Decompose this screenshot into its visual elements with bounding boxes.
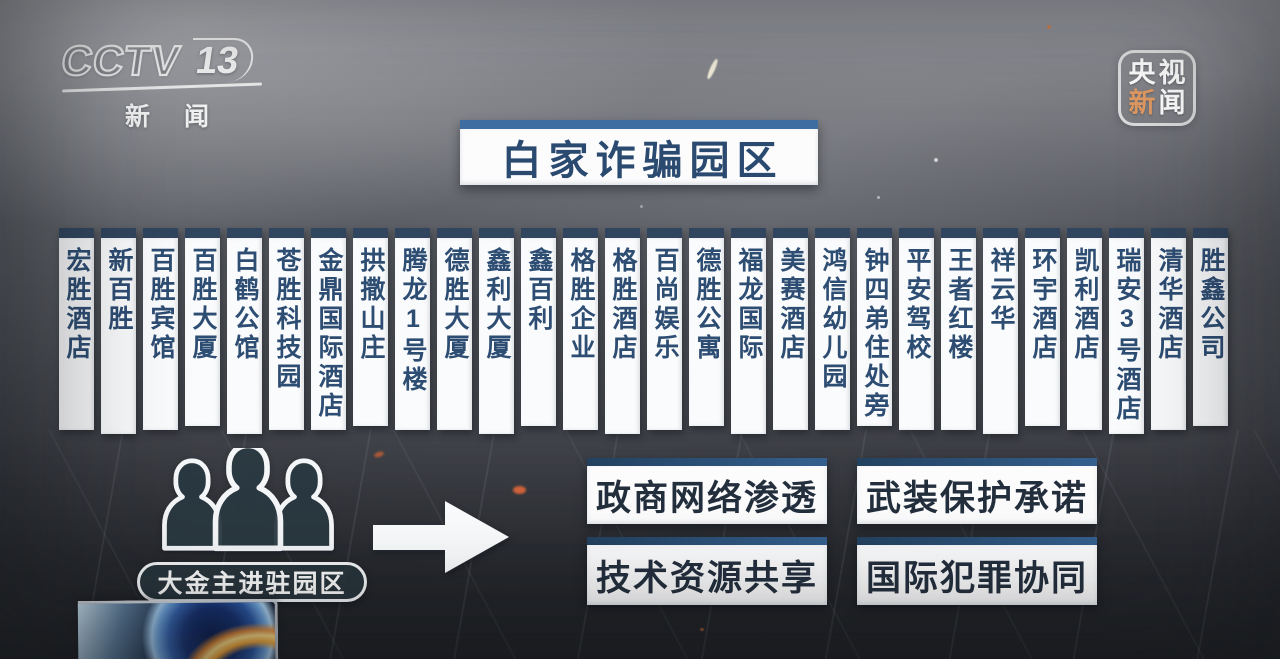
fraud-park-name: 美赛酒店	[777, 247, 805, 363]
fraud-park-column: 清华酒店	[1151, 228, 1186, 430]
fraud-park-column: 德胜大厦	[437, 228, 472, 430]
fraud-park-column: 瑞安3号酒店	[1109, 228, 1144, 434]
benefit-box: 武装保护承诺	[857, 458, 1097, 524]
financiers-group-icon	[150, 442, 346, 578]
fraud-park-name: 白鹤公馆	[231, 247, 259, 363]
fraud-park-column: 环宇酒店	[1025, 228, 1060, 426]
channel-subtitle: 新闻	[124, 103, 243, 131]
fraud-park-name: 新百胜	[105, 247, 133, 334]
fraud-park-name: 王者红楼	[945, 247, 973, 363]
financiers-label-pill: 大金主进驻园区	[137, 562, 367, 602]
fraud-park-list: 宏胜酒店 新百胜 百胜宾馆 百胜大厦 白鹤公馆 苍胜科技园 金鼎国际酒店	[59, 228, 1228, 434]
fraud-park-column: 王者红楼	[941, 228, 976, 430]
diagram-title-box: 白家诈骗园区	[460, 120, 818, 185]
fraud-park-column: 新百胜	[101, 228, 136, 434]
fraud-park-column: 福龙国际	[731, 228, 766, 434]
fraud-park-name: 德胜公寓	[693, 247, 721, 363]
benefit-box: 国际犯罪协同	[857, 537, 1097, 605]
fraud-park-name: 鸿信幼儿园	[819, 247, 847, 392]
financiers-label: 大金主进驻园区	[157, 570, 347, 598]
fraud-park-column: 格胜酒店	[605, 228, 640, 434]
fraud-park-name: 清华酒店	[1155, 247, 1183, 363]
fraud-park-column: 钟四弟住处旁	[857, 228, 892, 426]
fraud-park-name: 金鼎国际酒店	[315, 247, 343, 421]
right-arrow-icon	[373, 501, 509, 573]
badge-char: 央	[1128, 57, 1156, 88]
fraud-park-name: 鑫百利	[525, 247, 553, 334]
fraud-park-name: 格胜企业	[567, 247, 595, 363]
spark-particle	[934, 158, 938, 162]
spark-particle	[877, 196, 880, 199]
fraud-park-name: 格胜酒店	[609, 247, 637, 363]
logo-underline	[62, 82, 262, 93]
benefit-label: 国际犯罪协同	[865, 558, 1088, 598]
benefit-box-grid: 政商网络渗透 武装保护承诺 技术资源共享 国际犯罪协同	[587, 458, 1097, 608]
fraud-park-column: 百胜大厦	[185, 228, 220, 426]
fraud-park-name: 腾龙1号楼	[399, 247, 427, 395]
benefit-box: 技术资源共享	[587, 537, 827, 605]
fraud-park-name: 钟四弟住处旁	[861, 247, 889, 421]
fraud-park-name: 宏胜酒店	[63, 247, 91, 363]
spark-particle	[373, 450, 385, 459]
fraud-park-column: 德胜公寓	[689, 228, 724, 426]
spark-particle	[640, 205, 643, 208]
fraud-park-column: 鑫利大厦	[479, 228, 514, 434]
fraud-park-name: 百胜宾馆	[147, 247, 175, 363]
fraud-park-name: 平安驾校	[903, 247, 931, 363]
fraud-park-column: 祥云华	[983, 228, 1018, 434]
cctv13-logo: CCTV 13 新闻	[58, 36, 272, 133]
badge-char: 视	[1158, 57, 1186, 88]
people-silhouettes-icon	[162, 442, 334, 552]
fraud-park-name: 苍胜科技园	[273, 247, 301, 392]
fraud-park-name: 福龙国际	[735, 247, 763, 363]
channel-number: 13	[187, 38, 256, 82]
fraud-park-name: 德胜大厦	[441, 247, 469, 363]
fraud-park-column: 百胜宾馆	[143, 228, 178, 430]
fraud-park-column: 美赛酒店	[773, 228, 808, 430]
cctv-logo-text: CCTV	[58, 36, 185, 85]
fraud-park-column: 腾龙1号楼	[395, 228, 430, 430]
fraud-park-column: 拱撒山庄	[353, 228, 388, 426]
fraud-park-name: 胜鑫公司	[1197, 247, 1225, 363]
fraud-park-name: 鑫利大厦	[483, 247, 511, 363]
fraud-park-name: 凯利酒店	[1071, 247, 1099, 363]
spark-particle	[700, 628, 704, 631]
benefit-box: 政商网络渗透	[587, 458, 827, 524]
fraud-park-name: 瑞安3号酒店	[1113, 247, 1141, 424]
globe-video-thumbnail	[77, 598, 279, 659]
fraud-park-column: 鸿信幼儿园	[815, 228, 850, 430]
benefit-label: 政商网络渗透	[595, 478, 818, 518]
fraud-park-column: 平安驾校	[899, 228, 934, 430]
fraud-park-column: 凯利酒店	[1067, 228, 1102, 430]
fraud-park-column: 苍胜科技园	[269, 228, 304, 430]
benefit-label: 技术资源共享	[595, 558, 818, 598]
cctv-news-badge: 央 视 新 闻	[1118, 50, 1196, 126]
spark-particle	[513, 486, 526, 494]
spark-particle	[1047, 25, 1051, 29]
fraud-park-name: 百尚娱乐	[651, 247, 679, 363]
fraud-park-column: 格胜企业	[563, 228, 598, 430]
fraud-park-name: 环宇酒店	[1029, 247, 1057, 363]
fraud-park-name: 祥云华	[987, 247, 1015, 334]
badge-char: 新	[1128, 88, 1156, 118]
fraud-park-column: 胜鑫公司	[1193, 228, 1228, 426]
fraud-park-column: 白鹤公馆	[227, 228, 262, 434]
benefit-label: 武装保护承诺	[865, 478, 1088, 518]
fraud-park-column: 百尚娱乐	[647, 228, 682, 430]
fraud-park-column: 宏胜酒店	[59, 228, 94, 430]
fraud-park-name: 拱撒山庄	[357, 247, 385, 363]
fraud-park-name: 百胜大厦	[189, 247, 217, 363]
fraud-park-column: 金鼎国际酒店	[311, 228, 346, 430]
diagram-title: 白家诈骗园区	[501, 139, 784, 183]
spark-particle	[705, 57, 720, 81]
badge-char: 闻	[1158, 88, 1186, 118]
fraud-park-column: 鑫百利	[521, 228, 556, 426]
